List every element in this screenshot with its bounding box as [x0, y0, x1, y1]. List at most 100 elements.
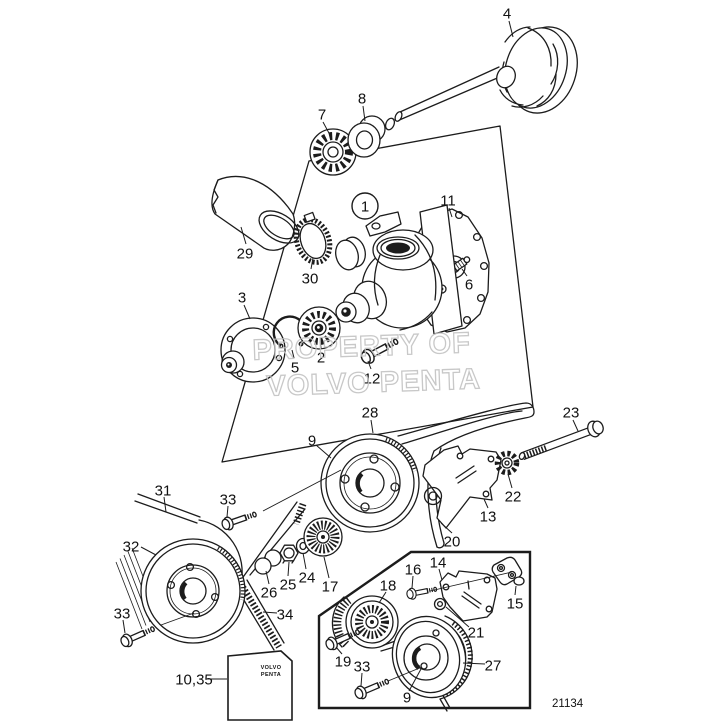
callout-circle-1 — [351, 192, 379, 220]
leader-line-23 — [572, 419, 579, 432]
part-label-23: 23 — [563, 405, 580, 422]
part-label-20: 20 — [444, 534, 461, 551]
pump-body-part-1 — [335, 204, 463, 335]
part-label-7: 7 — [318, 107, 326, 124]
leader-line-31 — [163, 496, 167, 513]
bolt-part-33-upper — [220, 508, 258, 532]
parts-kit-box: VOLVO PENTA — [227, 650, 293, 721]
leader-line-18 — [378, 591, 387, 604]
leader-line-33 — [122, 619, 126, 634]
part-label-26: 26 — [261, 585, 278, 602]
leader-line-16 — [411, 575, 414, 589]
leader-line-28 — [370, 419, 374, 434]
bracket-part-14 — [439, 570, 498, 622]
part-label-19: 19 — [335, 654, 352, 671]
bolt-part-23 — [518, 420, 604, 461]
impeller-shaft-part-4 — [384, 26, 578, 131]
leader-line-6 — [461, 268, 468, 277]
part-label-15: 15 — [507, 596, 524, 613]
part-label-25: 25 — [280, 577, 297, 594]
watermark-line1: PROPERTY OF — [252, 327, 471, 367]
bearing-part-2 — [297, 306, 341, 350]
spacer-part-26 — [254, 549, 282, 575]
part-label-29: 29 — [237, 246, 254, 263]
hose-part-29 — [211, 175, 300, 251]
part-label-2: 2 — [317, 350, 325, 367]
box-brand-line2: PENTA — [261, 672, 281, 678]
part-label-11: 11 — [440, 193, 456, 210]
leader-line-11 — [448, 207, 453, 218]
watermark-line2: VOLVO PENTA — [266, 363, 482, 402]
leader-line-15 — [514, 585, 517, 596]
tensioner-pulley-part-17 — [292, 502, 343, 557]
part-label-33: 33 — [354, 659, 371, 676]
washer-part-21 — [433, 597, 447, 611]
part-label-18: 18 — [380, 578, 397, 595]
leader-line-2 — [319, 340, 322, 349]
part-label-4: 4 — [503, 6, 511, 23]
pulley-part-32 — [140, 538, 246, 644]
part-label-17: 17 — [322, 579, 339, 596]
assembly-axis-line — [429, 571, 513, 592]
leader-line-14 — [438, 568, 443, 581]
part-label-14: 14 — [430, 555, 447, 572]
leader-line-17 — [323, 556, 330, 579]
leader-line-8 — [362, 105, 366, 122]
leader-line-24 — [302, 552, 307, 570]
hose-clamp-part-30 — [293, 211, 333, 265]
leader-line-33 — [360, 672, 363, 687]
leader-line-12 — [367, 360, 372, 370]
part-label-24: 24 — [299, 570, 316, 587]
drawing-number: 21134 — [552, 698, 584, 710]
leader-line-26 — [265, 570, 270, 585]
leader-line-33 — [226, 505, 229, 518]
inset-box-border — [317, 550, 532, 710]
part-label-9: 9 — [403, 690, 411, 707]
part-label-10,35: 10,35 — [175, 672, 213, 689]
leader-line-20 — [440, 522, 453, 534]
part-label-32: 32 — [123, 539, 140, 556]
part-label-33: 33 — [220, 492, 237, 509]
part-label-3: 3 — [238, 290, 246, 307]
leader-line-9 — [408, 668, 422, 692]
leader-line-21 — [445, 606, 470, 628]
box-brand-line1: VOLVO — [261, 665, 282, 671]
leader-line-25 — [287, 561, 290, 577]
inset-assembly — [324, 556, 525, 712]
nut-part-25 — [279, 544, 299, 564]
part-label-5: 5 — [291, 360, 299, 377]
part-label-9: 9 — [308, 433, 316, 450]
leader-line-7 — [322, 121, 331, 136]
bracket-part-13 — [422, 445, 502, 529]
part-label-1: 1 — [361, 199, 369, 216]
lock-washer-part-22 — [494, 450, 520, 476]
part-label-21: 21 — [468, 625, 485, 642]
part-label-31: 31 — [155, 483, 172, 500]
seal-part-8 — [347, 115, 386, 158]
plug-part-6 — [452, 256, 471, 272]
part-label-28: 28 — [362, 405, 379, 422]
part-label-34: 34 — [277, 607, 294, 624]
leader-line-29 — [240, 226, 247, 245]
leader-line-13 — [483, 498, 489, 509]
part-label-22: 22 — [505, 489, 522, 506]
leader-line-4 — [508, 20, 514, 38]
assembly-lines — [160, 469, 423, 682]
leader-line-32 — [140, 546, 157, 556]
bracket-link-part-15 — [491, 556, 525, 586]
watermark: PROPERTY OF VOLVO PENTA — [251, 327, 482, 404]
leader-line-9 — [315, 444, 332, 459]
hub-part-3 — [220, 317, 286, 383]
part-label-6: 6 — [465, 277, 473, 294]
part-label-12: 12 — [364, 371, 381, 388]
leader-line-22 — [507, 473, 513, 489]
leader-line-30 — [310, 257, 314, 270]
leader-line-27 — [462, 662, 486, 665]
part-label-8: 8 — [358, 91, 366, 108]
leader-line-34 — [262, 611, 278, 614]
pulley-part-9-inset — [391, 615, 467, 699]
bolt-part-33-lower-left — [119, 623, 157, 649]
